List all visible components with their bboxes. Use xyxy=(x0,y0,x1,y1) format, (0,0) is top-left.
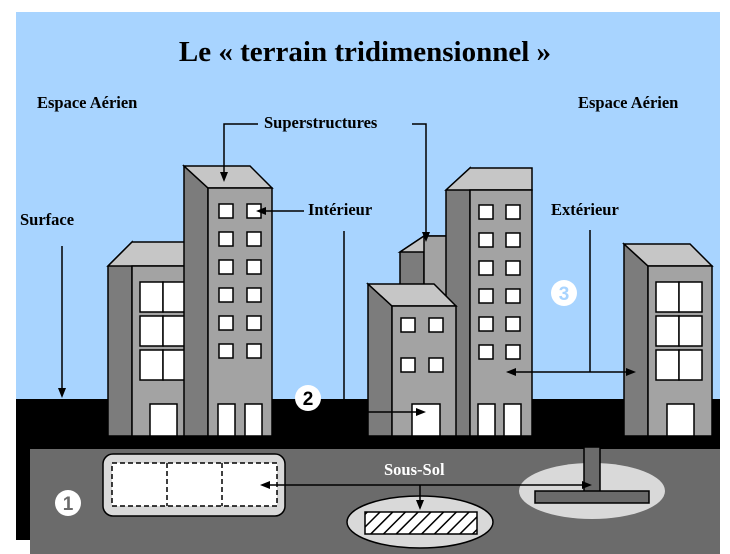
diagram-title: Le « terrain tridimensionnel » xyxy=(178,36,552,68)
label-superstructures: Superstructures xyxy=(264,113,378,132)
marker-2-label: 2 xyxy=(303,389,314,410)
building-right-tall xyxy=(444,166,533,437)
underground-parking xyxy=(102,453,286,517)
building-left-small xyxy=(106,240,197,437)
marker-3: 3 xyxy=(551,280,577,306)
label-surface: Surface xyxy=(20,210,75,229)
marker-1: 1 xyxy=(55,490,81,516)
building-left-tall xyxy=(182,164,274,437)
annotation-arrows xyxy=(58,123,636,510)
label-airspace-right: Espace Aérien xyxy=(578,93,679,112)
label-exterior: Extérieur xyxy=(551,200,619,219)
building-foundation xyxy=(519,446,665,519)
label-subsoil: Sous-Sol xyxy=(384,460,445,479)
marker-2: 2 xyxy=(295,385,321,411)
marker-3-label: 3 xyxy=(559,284,570,305)
underground-tunnel xyxy=(346,495,494,549)
label-interior: Intérieur xyxy=(308,200,373,219)
label-airspace-left: Espace Aérien xyxy=(37,93,138,112)
building-far-right xyxy=(622,242,714,437)
marker-1-label: 1 xyxy=(63,494,74,515)
building-middle-small xyxy=(366,282,458,437)
